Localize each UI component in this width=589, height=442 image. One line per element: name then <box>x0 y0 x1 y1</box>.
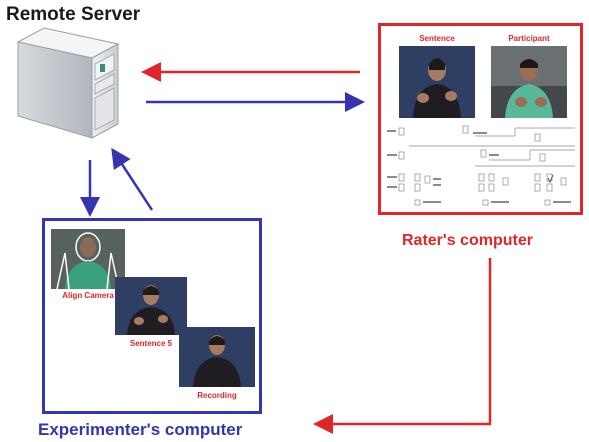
server-icon <box>16 27 120 139</box>
recording-caption: Recording <box>197 391 237 400</box>
sentence-label: Sentence <box>419 34 455 43</box>
checkbox[interactable] <box>488 173 495 182</box>
checkbox[interactable] <box>398 183 405 192</box>
sentence-five-caption: Sentence 5 <box>129 339 173 348</box>
checkbox[interactable] <box>546 183 553 192</box>
arrow-rater-to-experimenter <box>313 258 492 434</box>
remote-server-title: Remote Server <box>6 4 141 25</box>
participant-label: Participant <box>508 34 550 43</box>
checkbox[interactable] <box>398 127 405 136</box>
checkbox[interactable] <box>502 177 509 186</box>
experimenter-computer-title: Experimenter's computer <box>38 420 243 439</box>
checkbox[interactable] <box>462 125 469 134</box>
checkbox[interactable] <box>534 133 541 142</box>
checkbox[interactable] <box>478 183 485 192</box>
checkbox[interactable] <box>534 183 541 192</box>
checkbox[interactable] <box>398 151 405 160</box>
checkbox[interactable] <box>480 149 487 158</box>
checkbox[interactable] <box>482 199 489 206</box>
align-camera-caption: Align Camera <box>62 291 114 300</box>
checkbox[interactable] <box>539 153 546 162</box>
rater-computer-title: Rater's computer <box>402 232 533 249</box>
sentence-five-frame[interactable] <box>115 277 187 335</box>
checkbox[interactable] <box>424 175 431 184</box>
checkbox[interactable] <box>414 183 421 192</box>
align-camera-frame[interactable] <box>51 229 125 289</box>
checkbox[interactable] <box>534 173 541 182</box>
checkbox[interactable] <box>488 183 495 192</box>
arrow-experimenter-to-server <box>111 147 154 211</box>
checkbox[interactable] <box>560 177 567 186</box>
participant-video[interactable] <box>491 46 567 118</box>
sentence-video[interactable] <box>399 46 475 118</box>
checkbox[interactable] <box>398 173 405 182</box>
rater-screen: Sentence Participant <box>378 23 583 215</box>
checkbox[interactable] <box>544 199 551 206</box>
checkbox[interactable] <box>414 173 421 182</box>
experimenter-screen: Align Camera Sentence 5 Recording <box>42 218 262 414</box>
recording-frame[interactable] <box>179 327 255 387</box>
rating-form <box>387 125 575 206</box>
checkbox[interactable] <box>478 173 485 182</box>
checkbox[interactable] <box>414 199 421 206</box>
